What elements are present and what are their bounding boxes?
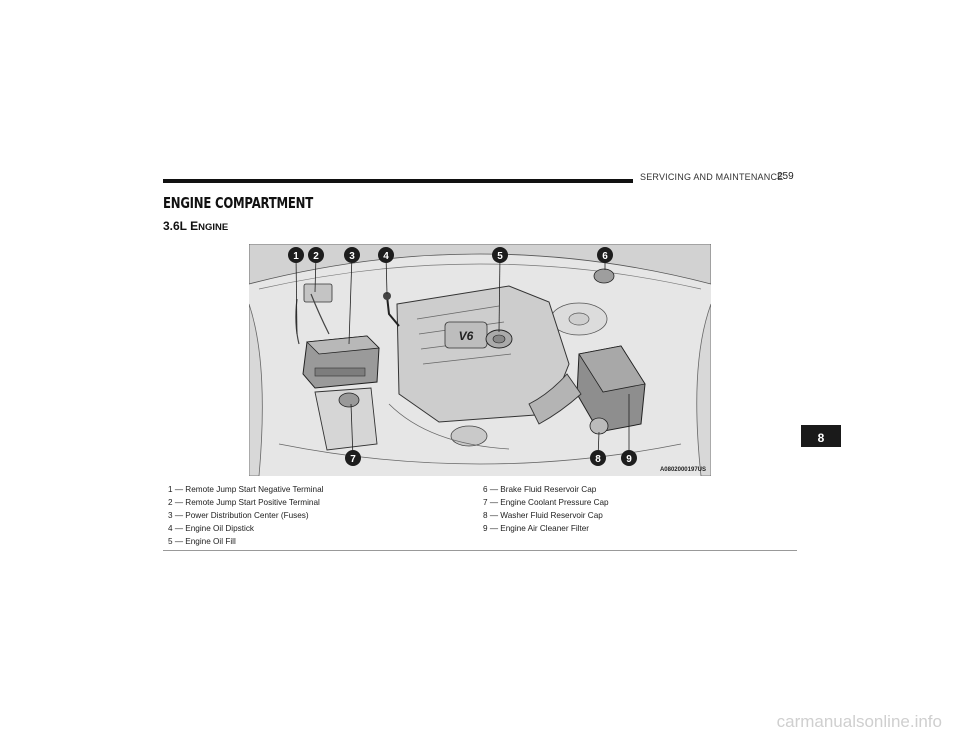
chapter-title: ENGINE COMPARTMENT [163, 194, 313, 212]
header-rule [163, 179, 633, 183]
callout-8-label: 8 [595, 454, 601, 465]
callout-4: 4 [378, 247, 394, 263]
chapter-tab: 8 [801, 425, 841, 447]
callout-9: 9 [621, 450, 637, 466]
watermark: carmanualsonline.info [776, 712, 942, 731]
legend-right-column: 6 — Brake Fluid Reservoir Cap 7 — Engine… [483, 483, 609, 535]
callout-7-label: 7 [350, 454, 356, 465]
callout-8: 8 [590, 450, 606, 466]
legend-item-8: 8 — Washer Fluid Reservoir Cap [483, 511, 603, 520]
section-title-lead: 3.6L E [163, 219, 199, 233]
callout-5-label: 5 [497, 251, 503, 262]
legend-item-6: 6 — Brake Fluid Reservoir Cap [483, 485, 597, 494]
section-title-smallcaps: NGINE [198, 222, 229, 233]
callout-6: 6 [597, 247, 613, 263]
callout-1-label: 1 [293, 251, 299, 262]
engine-badge-text: V6 [459, 329, 474, 343]
callout-4-label: 4 [383, 251, 389, 262]
engine-drawing: V6 [249, 244, 711, 476]
callout-1: 1 [288, 247, 304, 263]
legend-item-4: 4 — Engine Oil Dipstick [168, 524, 255, 533]
legend-item-7: 7 — Engine Coolant Pressure Cap [483, 498, 609, 507]
section-title: 3.6L ENGINE [163, 219, 228, 233]
legend-item-5: 5 — Engine Oil Fill [168, 537, 236, 546]
callout-6-label: 6 [602, 251, 608, 262]
callout-2-label: 2 [313, 251, 319, 262]
callout-7: 7 [345, 450, 361, 466]
legend-item-9: 9 — Engine Air Cleaner Filter [483, 524, 590, 533]
engine-compartment-illustration: V6 [249, 244, 711, 476]
legend-item-2: 2 — Remote Jump Start Positive Terminal [168, 498, 320, 507]
callout-3-label: 3 [349, 251, 355, 262]
callout-5: 5 [492, 247, 508, 263]
legend-item-1: 1 — Remote Jump Start Negative Terminal [168, 485, 324, 494]
legend-bottom-rule [163, 550, 797, 551]
running-header-section: SERVICING AND MAINTENANCE [640, 172, 784, 182]
page-number: 259 [777, 171, 794, 182]
figure-code: A0802000197US [659, 467, 706, 473]
callout-9-label: 9 [626, 454, 632, 465]
callout-2: 2 [308, 247, 324, 263]
legend-item-3: 3 — Power Distribution Center (Fuses) [168, 511, 309, 520]
legend-left-column: 1 — Remote Jump Start Negative Terminal … [168, 483, 323, 548]
callout-3: 3 [344, 247, 360, 263]
